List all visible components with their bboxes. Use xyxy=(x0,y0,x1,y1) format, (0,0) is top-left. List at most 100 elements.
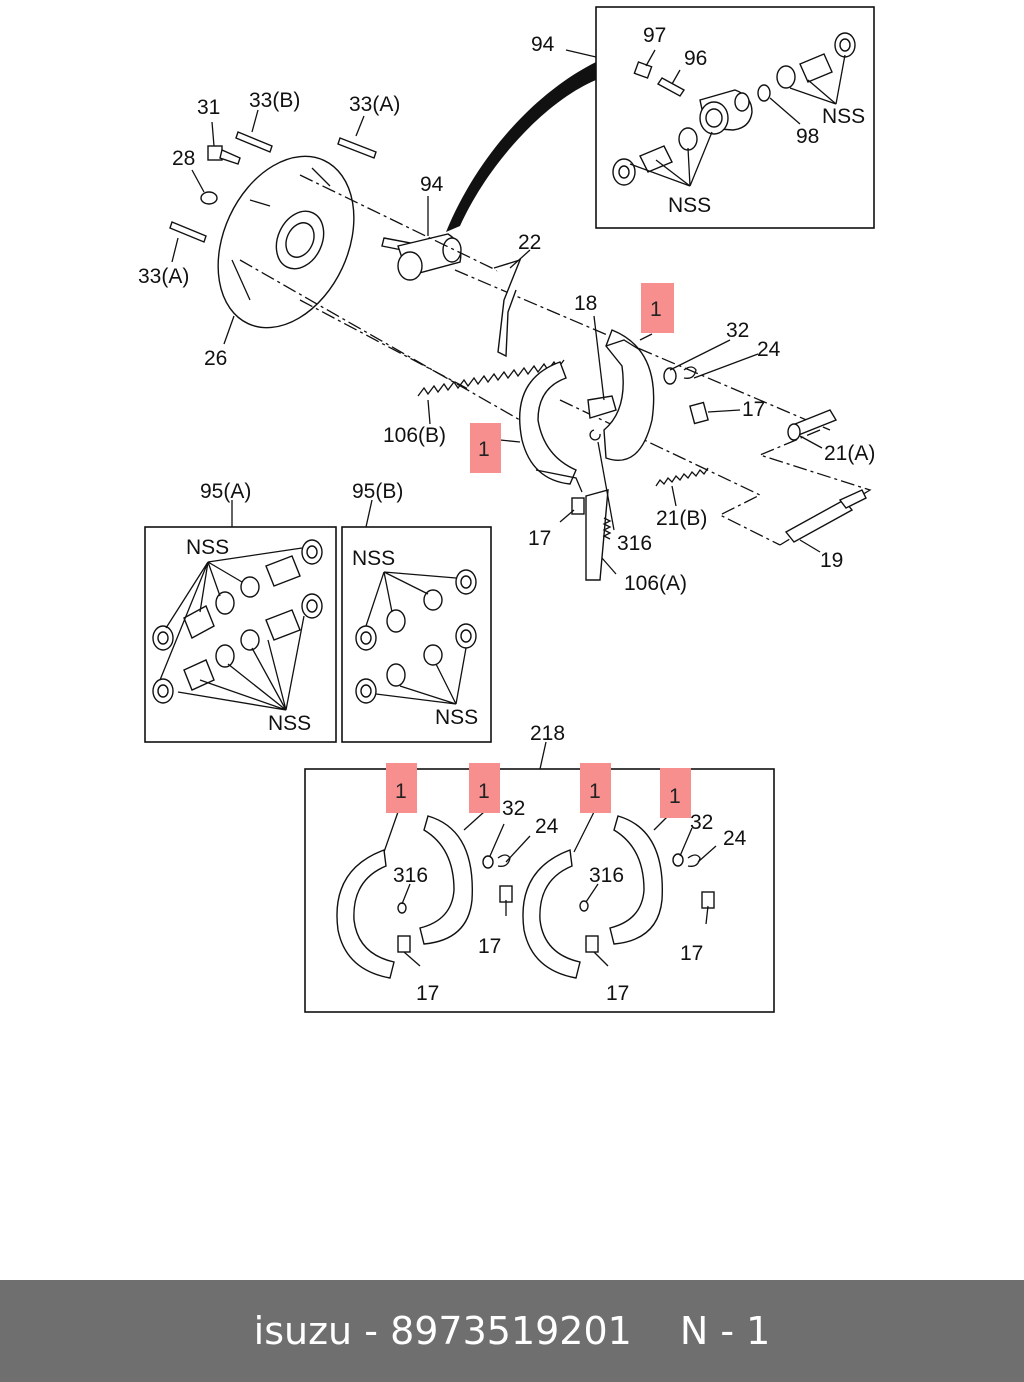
highlight-marker-1-leading-shoe: 1 xyxy=(470,423,501,473)
leader-21b xyxy=(671,485,677,507)
kit-95b-box xyxy=(341,526,492,743)
page-indicator: N - 1 xyxy=(679,1309,771,1353)
leader-1-leading xyxy=(499,439,521,443)
retainer-17-right xyxy=(689,401,709,425)
label-316: 316 xyxy=(617,532,652,555)
label-kit-24-d: 24 xyxy=(723,827,747,850)
leader-21a xyxy=(799,435,823,449)
label-96: 96 xyxy=(684,47,707,70)
inset-leaders xyxy=(645,49,801,125)
leader-106b xyxy=(427,399,431,425)
piston-set-right xyxy=(757,32,856,102)
kit-shoe-d xyxy=(609,815,715,945)
spring-21a xyxy=(787,409,838,441)
part-number: 8973519201 xyxy=(390,1309,632,1353)
washer-28 xyxy=(200,191,218,205)
leader-1-trailing xyxy=(639,333,653,341)
bleeder-screw-97 xyxy=(633,61,653,79)
label-33a-left: 33(A) xyxy=(138,265,189,288)
kit-shoe-b xyxy=(419,815,513,945)
label-106b: 106(B) xyxy=(383,424,446,447)
label-19: 19 xyxy=(820,549,843,572)
label-nss-95b-top: NSS xyxy=(352,547,395,570)
strut-19 xyxy=(784,489,867,543)
label-nss-cylinder-bottom: NSS xyxy=(668,194,711,217)
pin-33b xyxy=(235,131,273,153)
highlight-marker-1-trailing-shoe: 1 xyxy=(641,283,674,333)
label-kit-17-a: 17 xyxy=(416,982,439,1005)
label-95b: 95(B) xyxy=(352,480,403,503)
label-218: 218 xyxy=(530,722,565,745)
clip-316 xyxy=(589,429,601,441)
label-33a-top: 33(A) xyxy=(349,93,400,116)
separator: - xyxy=(364,1309,378,1353)
svg-text:1: 1 xyxy=(478,438,490,461)
retainer-17-left xyxy=(571,497,585,515)
leaders-backing xyxy=(171,109,365,345)
label-95a: 95(A) xyxy=(200,480,251,503)
label-nss-95a-bottom: NSS xyxy=(268,712,311,735)
highlight-marker-1-kit-d: 1 xyxy=(660,768,691,818)
leader-316 xyxy=(597,441,615,531)
label-98: 98 xyxy=(796,125,819,148)
brake-shoe-leading xyxy=(518,361,583,493)
brake-assembly-exploded-diagram: 94 97 96 98 NSS NSS 31 33(B) 33(A) 28 33… xyxy=(138,6,875,1013)
nss-leaders-right xyxy=(789,54,846,105)
highlight-marker-1-kit-a: 1 xyxy=(386,763,417,813)
label-28: 28 xyxy=(172,147,195,170)
label-24: 24 xyxy=(757,338,781,361)
pin-33a-left xyxy=(169,221,207,243)
brake-shoe-trailing xyxy=(603,329,655,461)
backing-plate-26 xyxy=(217,155,355,329)
svg-text:1: 1 xyxy=(650,298,662,321)
kit-leaders xyxy=(401,823,717,967)
spring-106b xyxy=(417,359,565,397)
svg-text:1: 1 xyxy=(589,780,601,803)
label-nss-95a-top: NSS xyxy=(186,536,229,559)
adjuster-18 xyxy=(587,395,617,419)
spring-106a xyxy=(585,489,612,581)
kit-leaders-1 xyxy=(383,811,673,853)
leader-18 xyxy=(593,315,605,401)
label-97: 97 xyxy=(643,24,666,47)
label-kit-32-b: 32 xyxy=(502,797,525,820)
label-kit-17-c: 17 xyxy=(606,982,629,1005)
kit-95a-box xyxy=(144,526,337,743)
leader-32 xyxy=(669,339,731,371)
label-kit-316-c: 316 xyxy=(589,864,624,887)
parking-lever-22 xyxy=(493,258,522,358)
label-26: 26 xyxy=(204,347,227,370)
leader-94-top xyxy=(565,49,597,58)
spring-21b xyxy=(655,467,709,487)
washer-32 xyxy=(663,367,677,385)
label-32: 32 xyxy=(726,319,749,342)
kit-shoe-c xyxy=(522,849,599,979)
pin-33a-top xyxy=(337,137,377,159)
svg-text:1: 1 xyxy=(669,785,681,808)
leader-106a xyxy=(601,557,617,575)
part-info-footer: isuzu - 8973519201 N - 1 xyxy=(0,1280,1024,1382)
highlight-marker-1-kit-b: 1 xyxy=(469,763,500,813)
label-kit-24-b: 24 xyxy=(535,815,559,838)
label-17-left: 17 xyxy=(528,527,551,550)
label-kit-17-d: 17 xyxy=(680,942,703,965)
label-nss-95b-bottom: NSS xyxy=(435,706,478,729)
leader-24 xyxy=(693,353,759,379)
label-94-top: 94 xyxy=(531,33,555,56)
shoe-kit-218-box xyxy=(304,768,775,1013)
kit-shoe-a xyxy=(336,849,411,979)
piston-set-left xyxy=(612,127,698,186)
label-18: 18 xyxy=(574,292,597,315)
brand-name: isuzu xyxy=(253,1309,353,1353)
label-kit-17-b: 17 xyxy=(478,935,501,958)
leader-95b xyxy=(365,499,373,528)
label-21b: 21(B) xyxy=(656,507,707,530)
label-17-right: 17 xyxy=(742,398,765,421)
leader-17-left xyxy=(559,509,575,523)
leader-22 xyxy=(509,249,531,269)
label-33b: 33(B) xyxy=(249,89,300,112)
svg-text:1: 1 xyxy=(478,780,490,803)
leader-19 xyxy=(799,539,821,553)
highlight-marker-1-kit-c: 1 xyxy=(580,763,611,813)
label-kit-316-a: 316 xyxy=(393,864,428,887)
